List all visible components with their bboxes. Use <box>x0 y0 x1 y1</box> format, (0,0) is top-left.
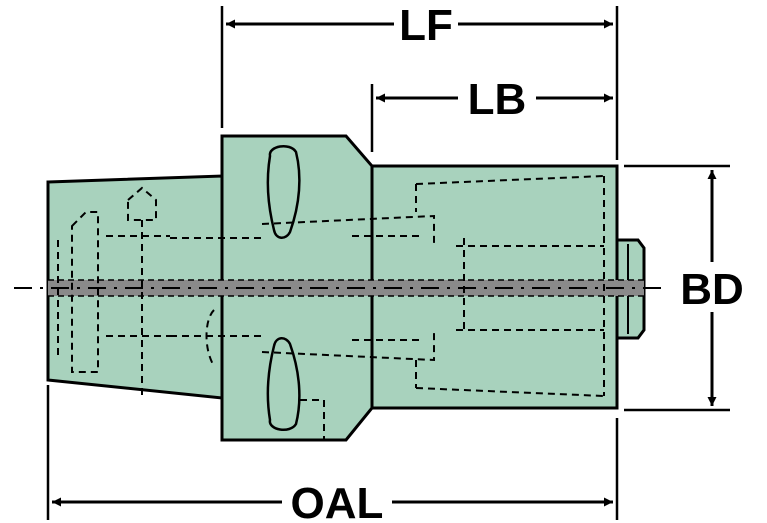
drive-slots <box>266 144 301 432</box>
lb-label: LB <box>468 75 527 124</box>
hidden-lines <box>57 175 605 440</box>
upper-drive-slot <box>266 144 301 239</box>
dimension-lines <box>52 19 717 507</box>
bd-label: BD <box>680 265 744 314</box>
center-band <box>48 280 644 296</box>
oal-label: OAL <box>291 479 384 523</box>
lf-label: LF <box>399 1 453 50</box>
lower-drive-slot <box>266 337 301 432</box>
extension-lines <box>46 6 730 520</box>
